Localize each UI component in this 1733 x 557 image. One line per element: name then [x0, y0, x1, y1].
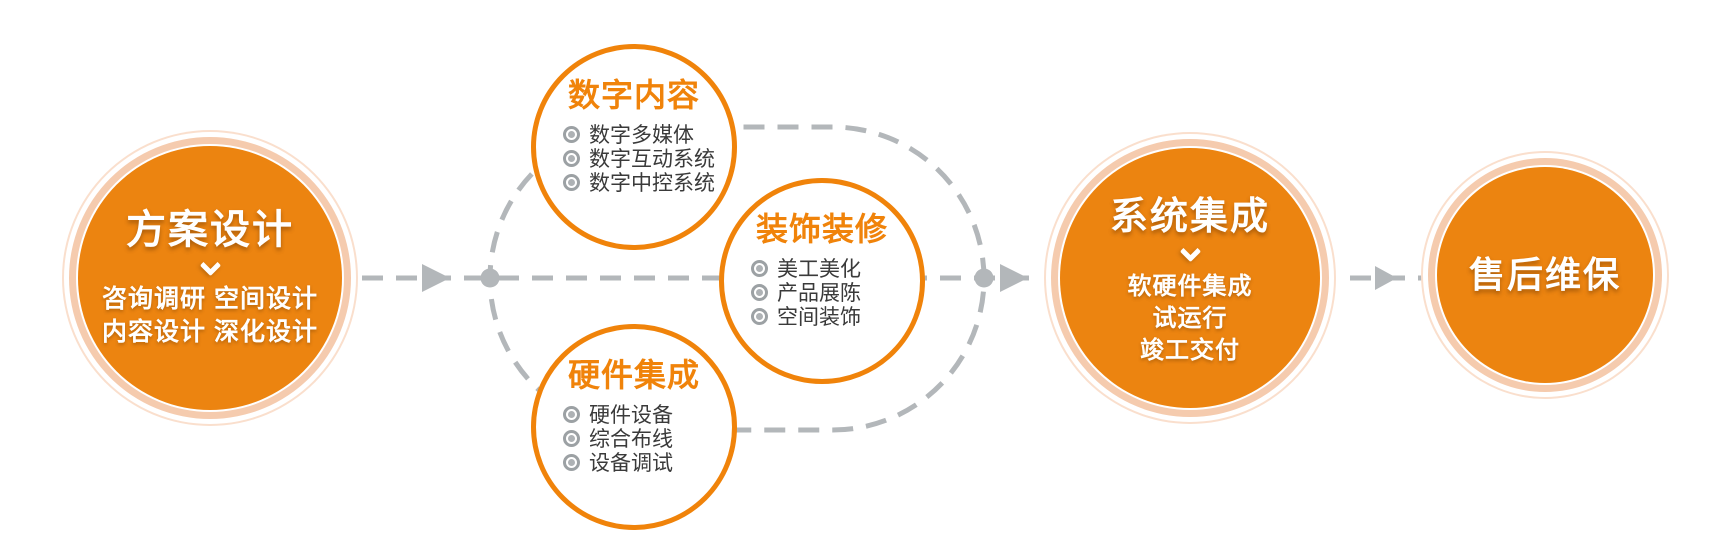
- bullet-ring-icon: [563, 453, 580, 471]
- node-title: 装饰装修: [755, 211, 888, 247]
- node-title: 硬件集成: [567, 357, 700, 393]
- node-title: 方案设计: [126, 208, 294, 252]
- node-after-sales: 售后维保: [1437, 167, 1653, 383]
- node-subline: 内容设计 深化设计: [102, 318, 318, 346]
- list-item-label: 硬件设备: [589, 404, 673, 427]
- bullet-ring-icon: [563, 149, 580, 167]
- node-title: 系统集成: [1109, 196, 1270, 238]
- chevron-down-icon: [1179, 240, 1201, 263]
- bullet-ring-icon: [751, 307, 768, 325]
- list-item: 数字中控系统: [563, 170, 732, 195]
- list-item-label: 产品展陈: [777, 282, 861, 305]
- merge-junction-dot: [974, 268, 994, 288]
- list-item: 美工美化: [751, 256, 920, 281]
- node-subline: 软硬件集成: [1127, 273, 1253, 300]
- list-item-label: 设备调试: [589, 452, 673, 475]
- node-plan-design: 方案设计 咨询调研 空间设计 内容设计 深化设计: [78, 146, 342, 410]
- item-list: 数字多媒体 数字互动系统 数字中控系统: [563, 122, 732, 195]
- bullet-ring-icon: [563, 125, 580, 143]
- node-system-integration: 系统集成 软硬件集成 试运行 竣工交付: [1060, 148, 1320, 408]
- node-title: 数字内容: [567, 77, 700, 113]
- list-item: 硬件设备: [563, 402, 732, 427]
- list-item-label: 综合布线: [589, 428, 673, 451]
- bullet-ring-icon: [563, 405, 580, 423]
- node-subline: 竣工交付: [1140, 337, 1240, 364]
- list-item-label: 美工美化: [777, 258, 861, 281]
- split-junction-dot: [480, 268, 500, 288]
- bullet-ring-icon: [563, 429, 580, 447]
- node-decoration: 装饰装修 美工美化 产品展陈 空间装饰: [719, 178, 925, 384]
- arrow-right-icon: [1375, 266, 1397, 290]
- list-item-label: 数字多媒体: [589, 124, 694, 147]
- list-item: 数字互动系统: [563, 146, 732, 171]
- list-item: 设备调试: [563, 450, 732, 475]
- bullet-ring-icon: [751, 283, 768, 301]
- list-item: 综合布线: [563, 426, 732, 451]
- node-digital-content: 数字内容 数字多媒体 数字互动系统 数字中控系统: [531, 44, 737, 250]
- bullet-ring-icon: [751, 259, 768, 277]
- item-list: 硬件设备 综合布线 设备调试: [563, 402, 732, 475]
- chevron-down-icon: [199, 254, 221, 277]
- node-subline: 咨询调研 空间设计: [102, 285, 318, 313]
- list-item: 数字多媒体: [563, 122, 732, 147]
- list-item: 产品展陈: [751, 280, 920, 305]
- list-item: 空间装饰: [751, 304, 920, 329]
- arrow-right-icon: [422, 264, 450, 292]
- node-hardware-integration: 硬件集成 硬件设备 综合布线 设备调试: [531, 324, 737, 530]
- node-title: 售后维保: [1468, 254, 1621, 295]
- item-list: 美工美化 产品展陈 空间装饰: [751, 256, 920, 329]
- node-subline: 试运行: [1152, 305, 1228, 332]
- bullet-ring-icon: [563, 173, 580, 191]
- list-item-label: 数字互动系统: [589, 148, 715, 171]
- list-item-label: 空间装饰: [777, 306, 861, 329]
- list-item-label: 数字中控系统: [589, 172, 715, 195]
- arrow-right-icon: [1000, 264, 1028, 292]
